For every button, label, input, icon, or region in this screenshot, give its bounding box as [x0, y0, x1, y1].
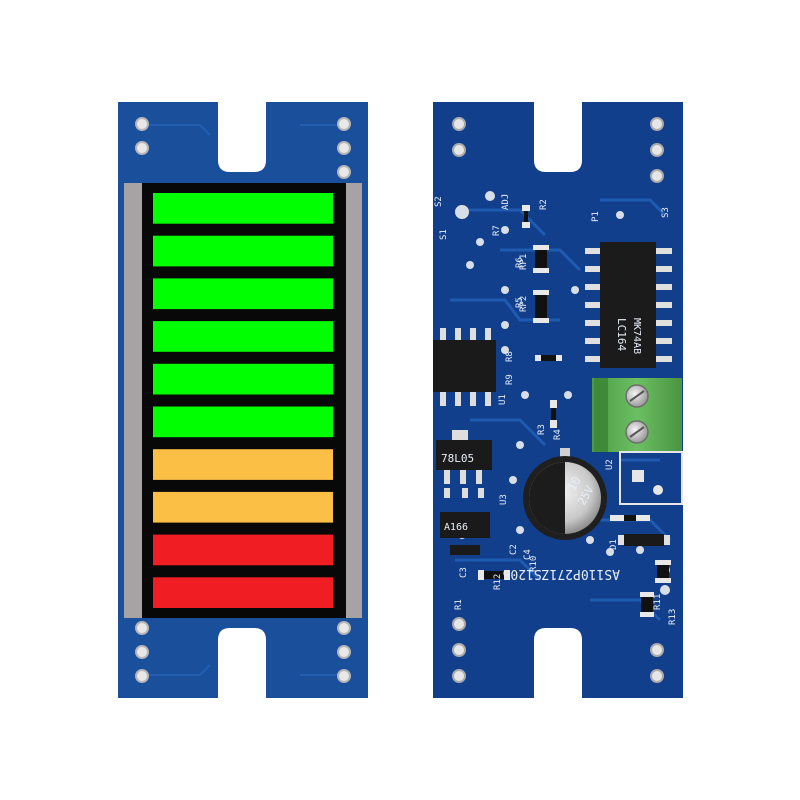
label-rp1: RP1	[519, 254, 529, 270]
label-r9: R9	[505, 374, 515, 385]
bargraph-segment-1	[153, 193, 333, 224]
label-u2: U2	[605, 459, 615, 470]
label-d1: D1	[609, 539, 619, 550]
label-s3: S3	[661, 207, 671, 218]
label-r12: R12	[493, 574, 503, 590]
label-u1: U1	[498, 394, 508, 405]
small-ic-marking: A166	[444, 522, 468, 533]
front-pads	[135, 117, 351, 683]
bargraph-segment-5	[153, 363, 333, 395]
opamp-ic	[433, 328, 496, 406]
label-c3: C3	[459, 567, 469, 578]
label-p1: P1	[591, 211, 601, 222]
label-r1: R1	[454, 599, 464, 610]
bargraph-segment-7	[153, 449, 333, 480]
bargraph-segment-9	[153, 534, 333, 566]
label-s2: S2	[434, 196, 444, 207]
board-id-label: AS110P271ZS1206	[503, 566, 620, 581]
label-c4: C4	[523, 549, 533, 560]
label-r3: R3	[537, 424, 547, 435]
shift-register-ic: LC164 MK74AB	[585, 242, 672, 368]
ic-shift-marking-1: LC164	[615, 318, 628, 351]
label-r8: R8	[505, 351, 515, 362]
bargraph-segment-2	[153, 235, 333, 267]
ic-shift-marking-2: MK74AB	[631, 318, 642, 354]
terminal-block	[592, 378, 683, 505]
bargraph-segment-3	[153, 278, 333, 310]
label-r10: R10	[529, 556, 539, 572]
regulator-ic: 78L05	[436, 430, 492, 484]
bargraph-segment-10	[153, 577, 333, 608]
bargraph-segment-6	[153, 406, 333, 438]
label-adj: ADJ	[501, 194, 511, 210]
label-s1: S1	[439, 229, 449, 240]
diode	[618, 534, 670, 546]
electrolytic-capacitor: 10 25V	[523, 448, 607, 540]
smd-resistors	[478, 205, 671, 617]
small-ic: A166	[440, 488, 490, 555]
regulator-marking: 78L05	[441, 452, 474, 465]
bargraph	[153, 193, 333, 608]
label-r4: R4	[553, 429, 563, 440]
cap-marking-1: 10	[564, 474, 583, 494]
label-r7: R7	[492, 225, 502, 236]
silkscreen-labels: S2 ADJ S1 R2 P1 S3 R7 R6 R5 R3 R4 R1 U1 …	[434, 194, 678, 625]
label-r6: R6	[515, 257, 525, 268]
front-board	[118, 102, 368, 698]
label-rp2: RP2	[519, 296, 529, 312]
back-board: LC164 MK74AB 78L05 A166	[433, 102, 683, 698]
bargraph-segment-8	[153, 491, 333, 523]
label-u3: U3	[499, 494, 509, 505]
bargraph-segment-4	[153, 321, 333, 352]
label-c2: C2	[509, 544, 519, 555]
label-r2: R2	[539, 199, 549, 210]
back-pads	[452, 117, 664, 683]
label-r5: R5	[515, 297, 525, 308]
label-r13: R13	[668, 609, 678, 625]
label-r11: R11	[653, 594, 663, 610]
